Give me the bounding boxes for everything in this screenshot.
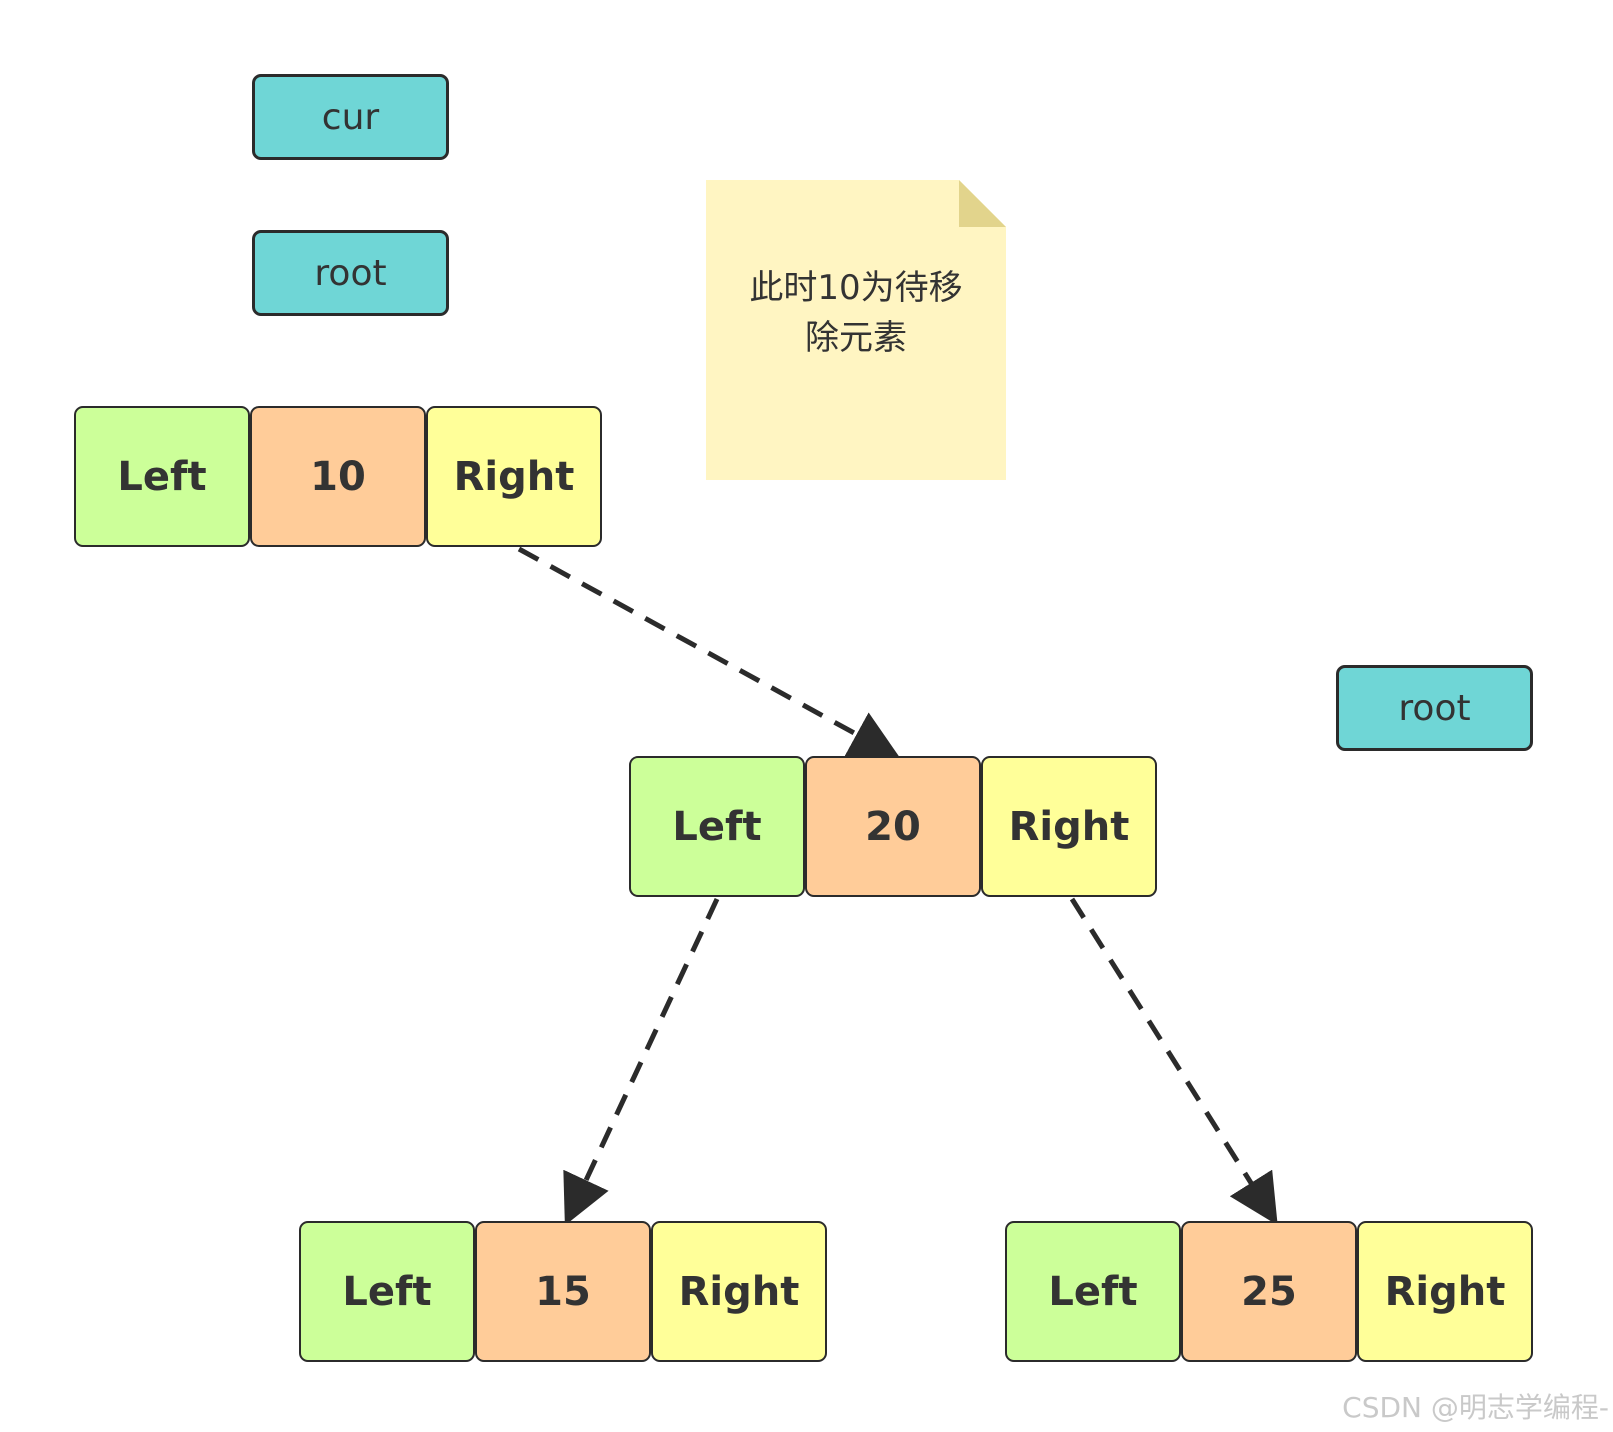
node-right-pointer: Right	[1357, 1221, 1533, 1362]
node-right-pointer: Right	[651, 1221, 827, 1362]
tree-node-15: Left 15 Right	[299, 1221, 827, 1362]
node-value: 20	[805, 756, 981, 897]
node-left-pointer: Left	[299, 1221, 475, 1362]
node-value: 15	[475, 1221, 651, 1362]
root-pointer-label-new: root	[1336, 665, 1533, 751]
sticky-note-text: 此时10为待移除元素	[749, 267, 963, 358]
node-left-pointer: Left	[74, 406, 250, 547]
tree-node-25: Left 25 Right	[1005, 1221, 1533, 1362]
node-value: 25	[1181, 1221, 1357, 1362]
root-pointer-label: root	[252, 230, 449, 316]
node-left-pointer: Left	[629, 756, 805, 897]
edge-10-right-to-20	[517, 546, 901, 759]
node-right-pointer: Right	[981, 756, 1157, 897]
tree-node-10: Left 10 Right	[74, 406, 602, 547]
watermark: CSDN @明志学编程-	[1342, 1391, 1609, 1424]
cur-pointer-label: cur	[252, 74, 449, 160]
tree-node-20: Left 20 Right	[629, 756, 1157, 897]
node-left-pointer: Left	[1005, 1221, 1181, 1362]
node-value: 10	[250, 406, 426, 547]
node-right-pointer: Right	[426, 406, 602, 547]
edge-20-right-to-25	[1069, 897, 1278, 1226]
edge-20-left-to-15	[563, 897, 720, 1226]
sticky-note: 此时10为待移除元素	[706, 180, 1006, 480]
sticky-note-shape	[706, 180, 1006, 480]
